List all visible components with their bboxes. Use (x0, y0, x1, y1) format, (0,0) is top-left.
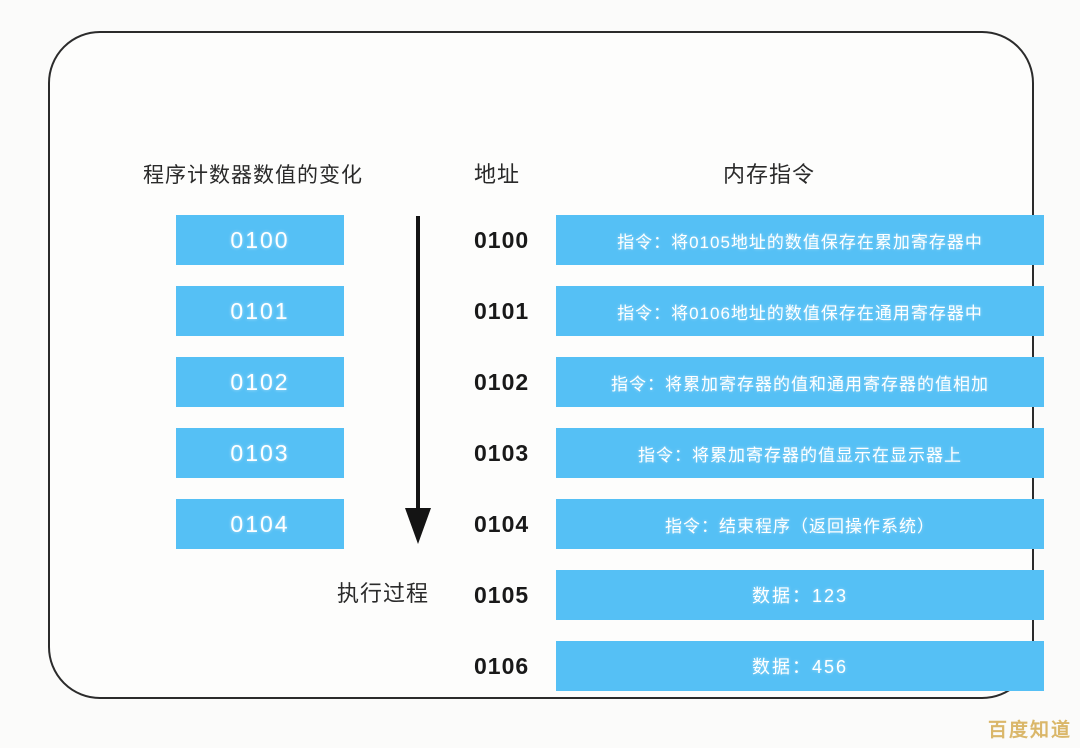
execution-process-label: 执行过程 (337, 581, 430, 606)
memory-address: 0102 (474, 369, 530, 395)
program-counter-box: 0101 (176, 286, 344, 336)
memory-cell-text: 指令：结束程序（返回操作系统） (665, 516, 935, 536)
memory-cell-text: 数据：456 (751, 657, 849, 677)
memory-instruction-cell: 指令：将0105地址的数值保存在累加寄存器中 (556, 215, 1044, 265)
program-counter-value: 0103 (230, 439, 290, 466)
column-header-memory-instruction: 内存指令 (723, 162, 816, 187)
memory-address: 0100 (474, 227, 530, 253)
memory-row: 0104 指令：结束程序（返回操作系统） (474, 499, 1054, 549)
program-counter-value: 0100 (230, 226, 290, 253)
program-counter-box: 0100 (176, 215, 344, 265)
memory-cell-text: 指令：将累加寄存器的值显示在显示器上 (638, 445, 962, 465)
column-header-address: 地址 (474, 162, 521, 187)
memory-data-cell: 数据：456 (556, 641, 1044, 691)
memory-row: 0102 指令：将累加寄存器的值和通用寄存器的值相加 (474, 357, 1054, 407)
memory-address: 0104 (474, 511, 530, 537)
memory-cell-text: 指令：将累加寄存器的值和通用寄存器的值相加 (611, 374, 989, 394)
memory-row: 0106 数据：456 (474, 641, 1054, 691)
memory-instruction-cell: 指令：将累加寄存器的值显示在显示器上 (556, 428, 1044, 478)
program-counter-box: 0103 (176, 428, 344, 478)
memory-row: 0100 指令：将0105地址的数值保存在累加寄存器中 (474, 215, 1054, 265)
memory-address: 0103 (474, 440, 530, 466)
program-counter-box: 0102 (176, 357, 344, 407)
memory-row: 0105 数据：123 (474, 570, 1054, 620)
memory-address: 0101 (474, 298, 530, 324)
memory-instruction-cell: 指令：将累加寄存器的值和通用寄存器的值相加 (556, 357, 1044, 407)
memory-instruction-cell: 指令：将0106地址的数值保存在通用寄存器中 (556, 286, 1044, 336)
down-arrow-icon (405, 216, 431, 544)
memory-cell-text: 指令：将0106地址的数值保存在通用寄存器中 (617, 303, 983, 323)
memory-address: 0105 (474, 582, 530, 608)
memory-cell-text: 数据：123 (751, 586, 849, 606)
watermark: 百度知道 (987, 720, 1072, 741)
memory-instruction-cell: 指令：结束程序（返回操作系统） (556, 499, 1044, 549)
program-counter-value: 0102 (230, 368, 290, 395)
memory-row: 0103 指令：将累加寄存器的值显示在显示器上 (474, 428, 1054, 478)
memory-cell-text: 指令：将0105地址的数值保存在累加寄存器中 (617, 232, 983, 252)
program-counter-value: 0101 (230, 297, 290, 324)
column-header-program-counter: 程序计数器数值的变化 (143, 164, 363, 187)
program-counter-box: 0104 (176, 499, 344, 549)
program-counter-column: 0100 0101 0102 0103 0104 (176, 215, 344, 570)
memory-table: 0100 指令：将0105地址的数值保存在累加寄存器中 0101 指令：将0106地址… (474, 215, 1054, 712)
memory-data-cell: 数据：123 (556, 570, 1044, 620)
program-counter-value: 0104 (230, 510, 290, 537)
memory-address: 0106 (474, 653, 530, 679)
memory-row: 0101 指令：将0106地址的数值保存在通用寄存器中 (474, 286, 1054, 336)
